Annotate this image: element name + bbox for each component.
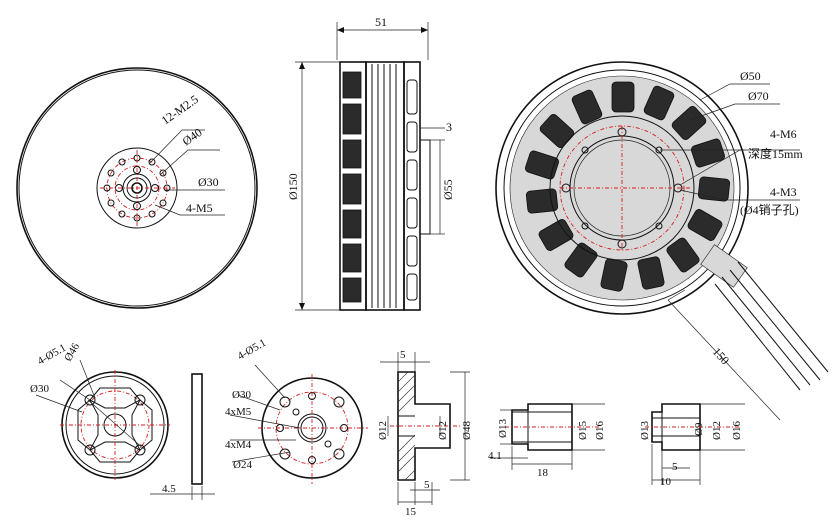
front-12holes-label: 12-M2.5 xyxy=(159,92,201,127)
adapter-plate: Ø46 4-Ø5.1 Ø30 4.5 xyxy=(30,341,215,500)
sleeve-a-d13-label: Ø13 xyxy=(497,419,509,438)
hub-hatch xyxy=(397,371,416,481)
sleeve-b-ten-label: 10 xyxy=(660,476,672,488)
flange-d24-label: Ø24 xyxy=(233,459,252,471)
rear-d70-label: Ø70 xyxy=(748,89,769,103)
sleeve-a-d15-label: Ø15 xyxy=(577,421,589,440)
flange-m5-label: 4xM5 xyxy=(225,406,252,418)
side-view: 51 Ø150 xyxy=(286,15,455,311)
sleeve-a-d16-label: Ø16 xyxy=(594,421,606,440)
sleeve-b-d9-label: Ø9 xyxy=(693,422,705,436)
sleeve-a-step-label: 4.1 xyxy=(488,450,502,462)
hub-section: 5 Ø12 Ø12 Ø48 5 15 xyxy=(377,349,473,518)
flange-m4-label: 4xM4 xyxy=(225,439,252,451)
sleeve-b: Ø13 Ø9 Ø12 Ø16 5 10 xyxy=(639,403,745,488)
front-d40-label: Ø40 xyxy=(180,125,205,148)
hub-fifteen-label: 15 xyxy=(405,506,417,518)
flange-d30-label: Ø30 xyxy=(232,389,251,401)
side-dia55-label: Ø55 xyxy=(441,179,455,200)
rear-m6-depth-label: 深度15mm xyxy=(748,146,803,161)
sleeve-b-d12-label: Ø12 xyxy=(711,421,723,440)
hub-d48-label: Ø48 xyxy=(461,421,473,440)
sleeve-b-d16-label: Ø16 xyxy=(731,421,743,440)
side-vents xyxy=(406,79,418,301)
rear-m3-label: 4-M3 xyxy=(770,185,797,199)
sleeve-a: Ø13 Ø15 Ø16 18 4.1 xyxy=(488,403,606,479)
side-width-label: 51 xyxy=(375,15,387,29)
flange-plate: 4-Ø5.1 Ø30 4xM5 4xM4 Ø24 xyxy=(225,337,368,484)
side-step-label: 3 xyxy=(446,120,452,134)
sleeve-b-five-label: 5 xyxy=(672,461,678,473)
side-fins xyxy=(371,64,397,308)
rear-m6-label: 4-M6 xyxy=(770,127,797,141)
front-view: 12-M2.5 Ø40 Ø30 4-M5 xyxy=(16,67,258,309)
hub-five-label: 5 xyxy=(424,479,430,491)
adapter-d30-label: Ø30 xyxy=(30,383,49,395)
hub-top-label: 5 xyxy=(400,349,406,361)
adapter-thickness-label: 4.5 xyxy=(162,483,176,495)
rear-m3-note-label: (Ø4销子孔) xyxy=(740,203,799,217)
cable-bundle xyxy=(700,244,829,391)
adapter-holes-label: 4-Ø5.1 xyxy=(36,342,69,368)
flange-holes-label: 4-Ø5.1 xyxy=(236,337,269,363)
hub-d12b-label: Ø12 xyxy=(437,421,449,440)
side-dia150-label: Ø150 xyxy=(286,173,300,200)
hub-d12-label: Ø12 xyxy=(377,421,389,440)
front-m5-label: 4-M5 xyxy=(186,201,213,215)
sleeve-a-len-label: 18 xyxy=(537,467,549,479)
sleeve-b-d13-label: Ø13 xyxy=(639,421,651,440)
rear-view: Ø50 Ø70 4-M6 深度15mm 4-M3 (Ø4销子孔) 150 xyxy=(495,61,829,421)
front-d30-label: Ø30 xyxy=(198,175,219,189)
rear-d50-label: Ø50 xyxy=(740,69,761,83)
side-winding-slots xyxy=(342,71,362,303)
